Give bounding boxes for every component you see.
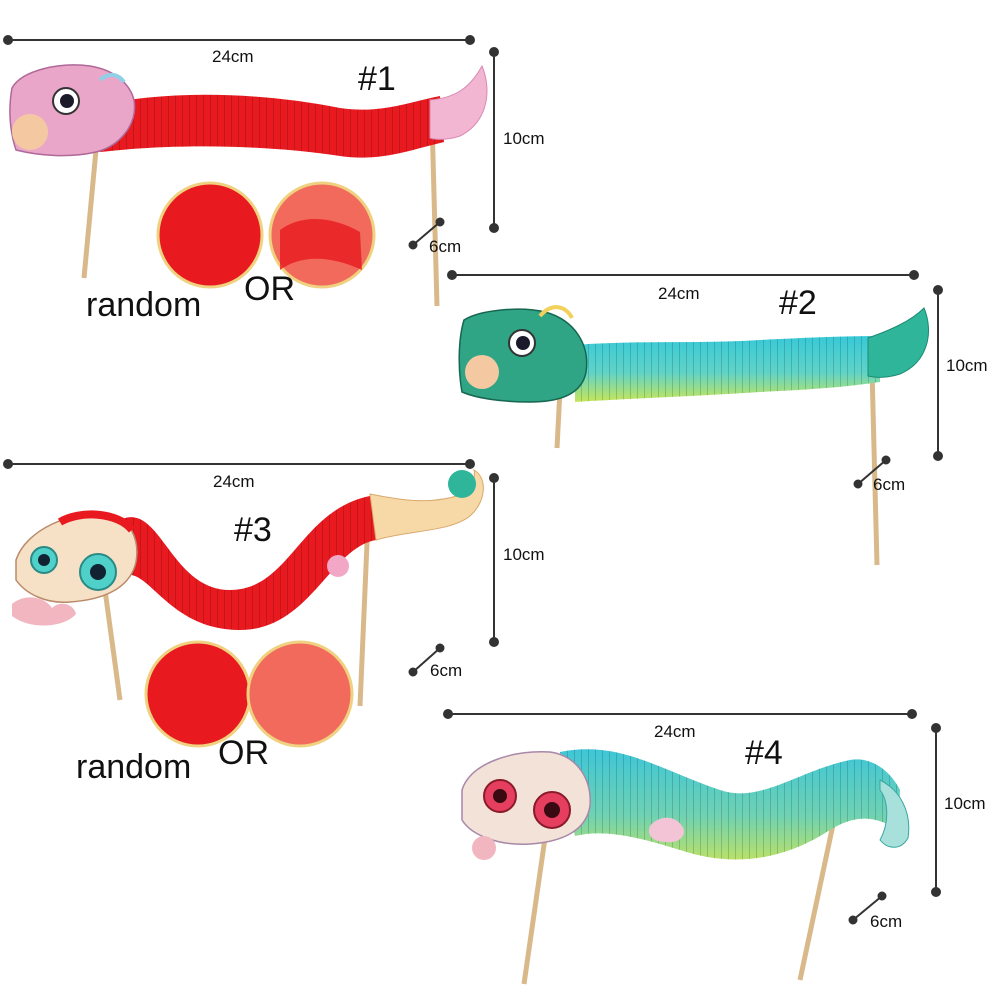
dragon-head: [461, 751, 591, 845]
variant-or-label: OR: [244, 270, 295, 308]
stick: [102, 589, 123, 701]
depth-label: 6cm: [430, 661, 463, 680]
detail-circle: [156, 181, 264, 289]
dragon-4: [461, 749, 910, 985]
width-label: 24cm: [654, 722, 696, 741]
variant-random-label: random: [76, 748, 192, 786]
dragon-2: [458, 305, 930, 566]
stick: [554, 389, 563, 449]
dragon-tail: [429, 64, 488, 140]
height-label: 10cm: [503, 129, 545, 148]
dragon-3: [12, 468, 484, 748]
depth-line: [852, 895, 883, 921]
depth-line: [857, 459, 887, 485]
height-label: 10cm: [946, 356, 988, 375]
depth-label: 6cm: [429, 237, 462, 256]
stick: [521, 837, 548, 985]
product-number: #1: [358, 60, 396, 98]
stick: [357, 519, 371, 707]
stick: [429, 119, 440, 307]
width-label: 24cm: [658, 284, 700, 303]
stick: [81, 149, 99, 279]
stick: [869, 369, 880, 566]
width-label: 24cm: [213, 472, 255, 491]
width-label: 24cm: [212, 47, 254, 66]
height-label: 10cm: [944, 794, 986, 813]
dragon-tail: [879, 779, 910, 848]
variant-random-label: random: [86, 286, 202, 324]
depth-line: [412, 221, 441, 246]
product-number: #3: [234, 511, 272, 549]
product-number: #4: [745, 734, 783, 772]
variant-or-label: OR: [218, 734, 269, 772]
product-number: #2: [779, 284, 817, 322]
dimensions: [3, 35, 943, 925]
depth-line: [412, 647, 441, 673]
detail-circle: [246, 640, 354, 748]
dragon-1: [9, 64, 488, 307]
depth-label: 6cm: [873, 475, 906, 494]
dragon-tail: [867, 307, 930, 378]
stick: [797, 819, 837, 981]
height-label: 10cm: [503, 545, 545, 564]
detail-circle: [144, 640, 252, 748]
depth-label: 6cm: [870, 912, 903, 931]
dragon-tail: [369, 468, 484, 541]
